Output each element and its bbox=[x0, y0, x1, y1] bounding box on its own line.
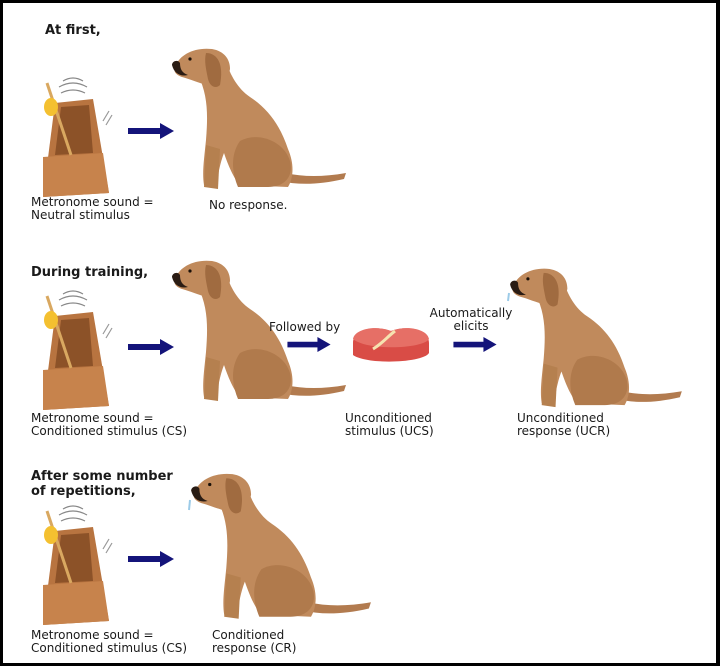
label-line: stimulus (UCS) bbox=[345, 424, 434, 438]
row1-stimulus-label: Metronome sound = Neutral stimulus bbox=[31, 196, 154, 222]
label-line: Metronome sound = bbox=[31, 628, 154, 642]
label-line: elicits bbox=[453, 319, 489, 333]
label-line: response (CR) bbox=[212, 641, 297, 655]
dog-salivating-icon bbox=[191, 473, 371, 619]
ucs-label: Unconditioned stimulus (UCS) bbox=[345, 412, 434, 438]
row1-response-label: No response. bbox=[209, 198, 288, 212]
row1-heading: At first, bbox=[45, 23, 101, 38]
row3-heading: After some number of repetitions, bbox=[31, 469, 173, 499]
saliva-drop-icon bbox=[188, 499, 191, 511]
metronome-icon bbox=[41, 76, 113, 198]
label-line: Conditioned bbox=[212, 628, 285, 642]
label-line: Conditioned stimulus (CS) bbox=[31, 641, 188, 655]
cr-label: Conditioned response (CR) bbox=[212, 629, 296, 655]
arrow-icon bbox=[128, 551, 174, 567]
arrow-icon bbox=[453, 337, 497, 352]
row2-stimulus-label: Metronome sound = Conditioned stimulus (… bbox=[31, 412, 187, 438]
label-line: Metronome sound = bbox=[31, 411, 154, 425]
heading-line: After some number bbox=[31, 469, 173, 484]
followed-by-label: Followed by bbox=[269, 320, 341, 334]
metronome-icon bbox=[41, 504, 113, 626]
label-line: Conditioned stimulus (CS) bbox=[31, 424, 188, 438]
row2-heading: During training, bbox=[31, 265, 149, 280]
label-line: Unconditioned bbox=[345, 411, 432, 425]
label-line: Neutral stimulus bbox=[31, 208, 130, 222]
label-line: Automatically bbox=[429, 306, 513, 320]
label-line: Unconditioned bbox=[517, 411, 604, 425]
dog-salivating-icon bbox=[510, 268, 682, 408]
automatically-elicits-label: Automatically elicits bbox=[421, 307, 521, 333]
ucr-label: Unconditioned response (UCR) bbox=[517, 412, 610, 438]
row3-stimulus-label: Metronome sound = Conditioned stimulus (… bbox=[31, 629, 187, 655]
dog-no-response-icon bbox=[172, 48, 346, 190]
saliva-drop-icon bbox=[507, 292, 510, 302]
heading-line: of repetitions, bbox=[31, 484, 136, 499]
arrow-icon bbox=[287, 337, 331, 352]
metronome-icon bbox=[41, 289, 113, 411]
arrow-icon bbox=[128, 339, 174, 355]
meat-steak-icon bbox=[353, 328, 429, 362]
label-line: Metronome sound = bbox=[31, 195, 154, 209]
arrow-icon bbox=[128, 123, 174, 139]
illustrations bbox=[41, 48, 682, 626]
label-line: response (UCR) bbox=[517, 424, 611, 438]
